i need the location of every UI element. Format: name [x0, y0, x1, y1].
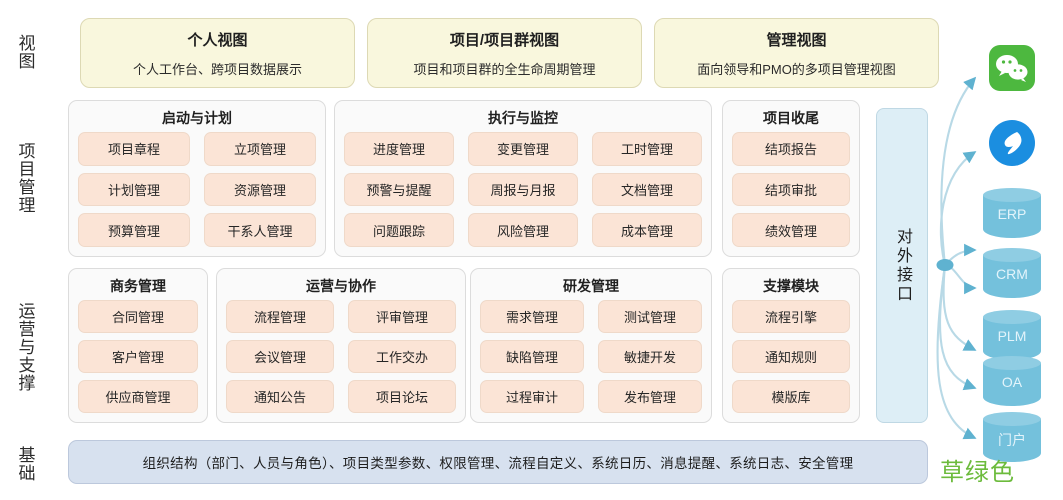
cylinder-label: PLM — [997, 328, 1027, 344]
module-item[interactable]: 资源管理 — [204, 172, 316, 207]
cylinder-body — [983, 317, 1041, 360]
section-title: 启动与计划 — [162, 110, 232, 126]
module-item[interactable]: 评审管理 — [348, 300, 456, 333]
module-grid: 项目章程 立项管理 计划管理 资源管理 预算管理 干系人管理 — [78, 132, 316, 247]
section-support-modules: 支撑模块 流程引擎 通知规则 模版库 — [722, 268, 860, 423]
module-item[interactable]: 供应商管理 — [78, 380, 198, 413]
module-item[interactable]: 成本管理 — [592, 213, 702, 247]
cylinder-top — [983, 412, 1041, 426]
row-label-operation-support: 运营与支撑 — [15, 302, 35, 392]
cylinder-top — [983, 356, 1041, 370]
section-title: 支撑模块 — [763, 278, 819, 294]
section-title: 项目收尾 — [763, 110, 819, 126]
section-project-closure: 项目收尾 结项报告 结项审批 绩效管理 — [722, 100, 860, 257]
integration-cylinder-erp[interactable]: ERP — [983, 188, 1041, 238]
dingtalk-glyph — [1004, 132, 1022, 155]
module-item[interactable]: 通知公告 — [226, 380, 334, 413]
cylinder-body — [983, 363, 1041, 406]
cylinder-body — [983, 195, 1041, 238]
view-card-title: 项目/项目群视图 — [449, 31, 560, 49]
module-item[interactable]: 结项报告 — [732, 132, 850, 166]
module-item[interactable]: 进度管理 — [344, 132, 454, 166]
cylinder-body — [983, 255, 1041, 298]
row-label-view: 视图 — [15, 34, 35, 70]
module-grid: 进度管理 变更管理 工时管理 预警与提醒 周报与月报 文档管理 问题跟踪 风险管… — [344, 132, 702, 247]
module-item[interactable]: 需求管理 — [480, 300, 584, 333]
module-item[interactable]: 客户管理 — [78, 340, 198, 373]
section-initiation-planning: 启动与计划 项目章程 立项管理 计划管理 资源管理 预算管理 干系人管理 — [68, 100, 326, 257]
row-label-project-management: 项目管理 — [15, 142, 35, 214]
section-title: 研发管理 — [563, 278, 619, 294]
module-item[interactable]: 变更管理 — [468, 132, 578, 166]
view-card-project[interactable]: 项目/项目群视图 项目和项目群的全生命周期管理 — [367, 18, 642, 88]
section-title: 商务管理 — [110, 278, 166, 294]
module-item[interactable]: 干系人管理 — [204, 213, 316, 247]
cylinder-top — [983, 248, 1041, 262]
view-card-management[interactable]: 管理视图 面向领导和PMO的多项目管理视图 — [654, 18, 939, 88]
integration-cylinder-portal[interactable]: 门户 — [983, 412, 1041, 462]
module-item[interactable]: 预警与提醒 — [344, 172, 454, 207]
view-card-subtitle: 个人工作台、跨项目数据展示 — [132, 61, 302, 77]
foundation-bar: 组织结构（部门、人员与角色）、项目类型参数、权限管理、流程自定义、系统日历、消息… — [68, 440, 928, 484]
cylinder-label: ERP — [997, 206, 1027, 222]
view-card-subtitle: 面向领导和PMO的多项目管理视图 — [697, 61, 896, 77]
view-card-title: 管理视图 — [766, 31, 827, 49]
integration-cylinder-oa[interactable]: OA — [983, 356, 1041, 406]
module-grid: 结项报告 结项审批 绩效管理 — [732, 132, 850, 247]
row-label-base: 基础 — [15, 446, 35, 482]
green-color-note: 草绿色 — [940, 459, 1015, 486]
section-business-management: 商务管理 合同管理 客户管理 供应商管理 — [68, 268, 208, 423]
section-rnd-management: 研发管理 需求管理 测试管理 缺陷管理 敏捷开发 过程审计 发布管理 — [470, 268, 712, 423]
cylinder-label: 门户 — [998, 432, 1026, 448]
module-item[interactable]: 通知规则 — [732, 340, 850, 373]
integration-cylinder-crm[interactable]: CRM — [983, 248, 1041, 298]
module-item[interactable]: 流程引擎 — [732, 300, 850, 333]
wechat-icon[interactable] — [989, 45, 1035, 91]
module-grid: 流程管理 评审管理 会议管理 工作交办 通知公告 项目论坛 — [226, 300, 456, 413]
module-grid: 流程引擎 通知规则 模版库 — [732, 300, 850, 413]
view-card-personal[interactable]: 个人视图 个人工作台、跨项目数据展示 — [80, 18, 355, 88]
integration-cylinder-plm[interactable]: PLM — [983, 310, 1041, 360]
module-grid: 合同管理 客户管理 供应商管理 — [78, 300, 198, 413]
module-item[interactable]: 周报与月报 — [468, 172, 578, 207]
module-item[interactable]: 过程审计 — [480, 380, 584, 413]
module-item[interactable]: 预算管理 — [78, 213, 190, 247]
section-execution-monitoring: 执行与监控 进度管理 变更管理 工时管理 预警与提醒 周报与月报 文档管理 问题… — [334, 100, 712, 257]
section-title: 运营与协作 — [306, 278, 376, 294]
view-card-subtitle: 项目和项目群的全生命周期管理 — [413, 61, 596, 77]
module-item[interactable]: 计划管理 — [78, 172, 190, 207]
cylinder-top — [983, 188, 1041, 202]
dingtalk-icon[interactable] — [989, 120, 1035, 166]
module-item[interactable]: 项目论坛 — [348, 380, 456, 413]
module-item[interactable]: 会议管理 — [226, 340, 334, 373]
module-item[interactable]: 文档管理 — [592, 172, 702, 207]
external-interface-bar[interactable]: 对外接口 — [876, 108, 928, 423]
module-item[interactable]: 工时管理 — [592, 132, 702, 166]
module-item[interactable]: 流程管理 — [226, 300, 334, 333]
module-item[interactable]: 合同管理 — [78, 300, 198, 333]
module-item[interactable]: 绩效管理 — [732, 213, 850, 247]
module-item[interactable]: 风险管理 — [468, 213, 578, 247]
cylinder-label: CRM — [996, 266, 1028, 282]
section-operation-collaboration: 运营与协作 流程管理 评审管理 会议管理 工作交办 通知公告 项目论坛 — [216, 268, 466, 423]
module-item[interactable]: 工作交办 — [348, 340, 456, 373]
module-item[interactable]: 敏捷开发 — [598, 340, 702, 373]
module-item[interactable]: 结项审批 — [732, 172, 850, 207]
view-card-title: 个人视图 — [187, 31, 248, 49]
module-item[interactable]: 模版库 — [732, 380, 850, 413]
module-item[interactable]: 问题跟踪 — [344, 213, 454, 247]
module-item[interactable]: 缺陷管理 — [480, 340, 584, 373]
module-item[interactable]: 发布管理 — [598, 380, 702, 413]
wechat-glyph — [996, 55, 1028, 82]
cylinder-top — [983, 310, 1041, 324]
cylinder-label: OA — [1001, 374, 1023, 390]
module-item[interactable]: 测试管理 — [598, 300, 702, 333]
module-grid: 需求管理 测试管理 缺陷管理 敏捷开发 过程审计 发布管理 — [480, 300, 702, 413]
module-item[interactable]: 立项管理 — [204, 132, 316, 166]
section-title: 执行与监控 — [488, 110, 558, 126]
cylinder-body — [983, 419, 1041, 462]
module-item[interactable]: 项目章程 — [78, 132, 190, 166]
